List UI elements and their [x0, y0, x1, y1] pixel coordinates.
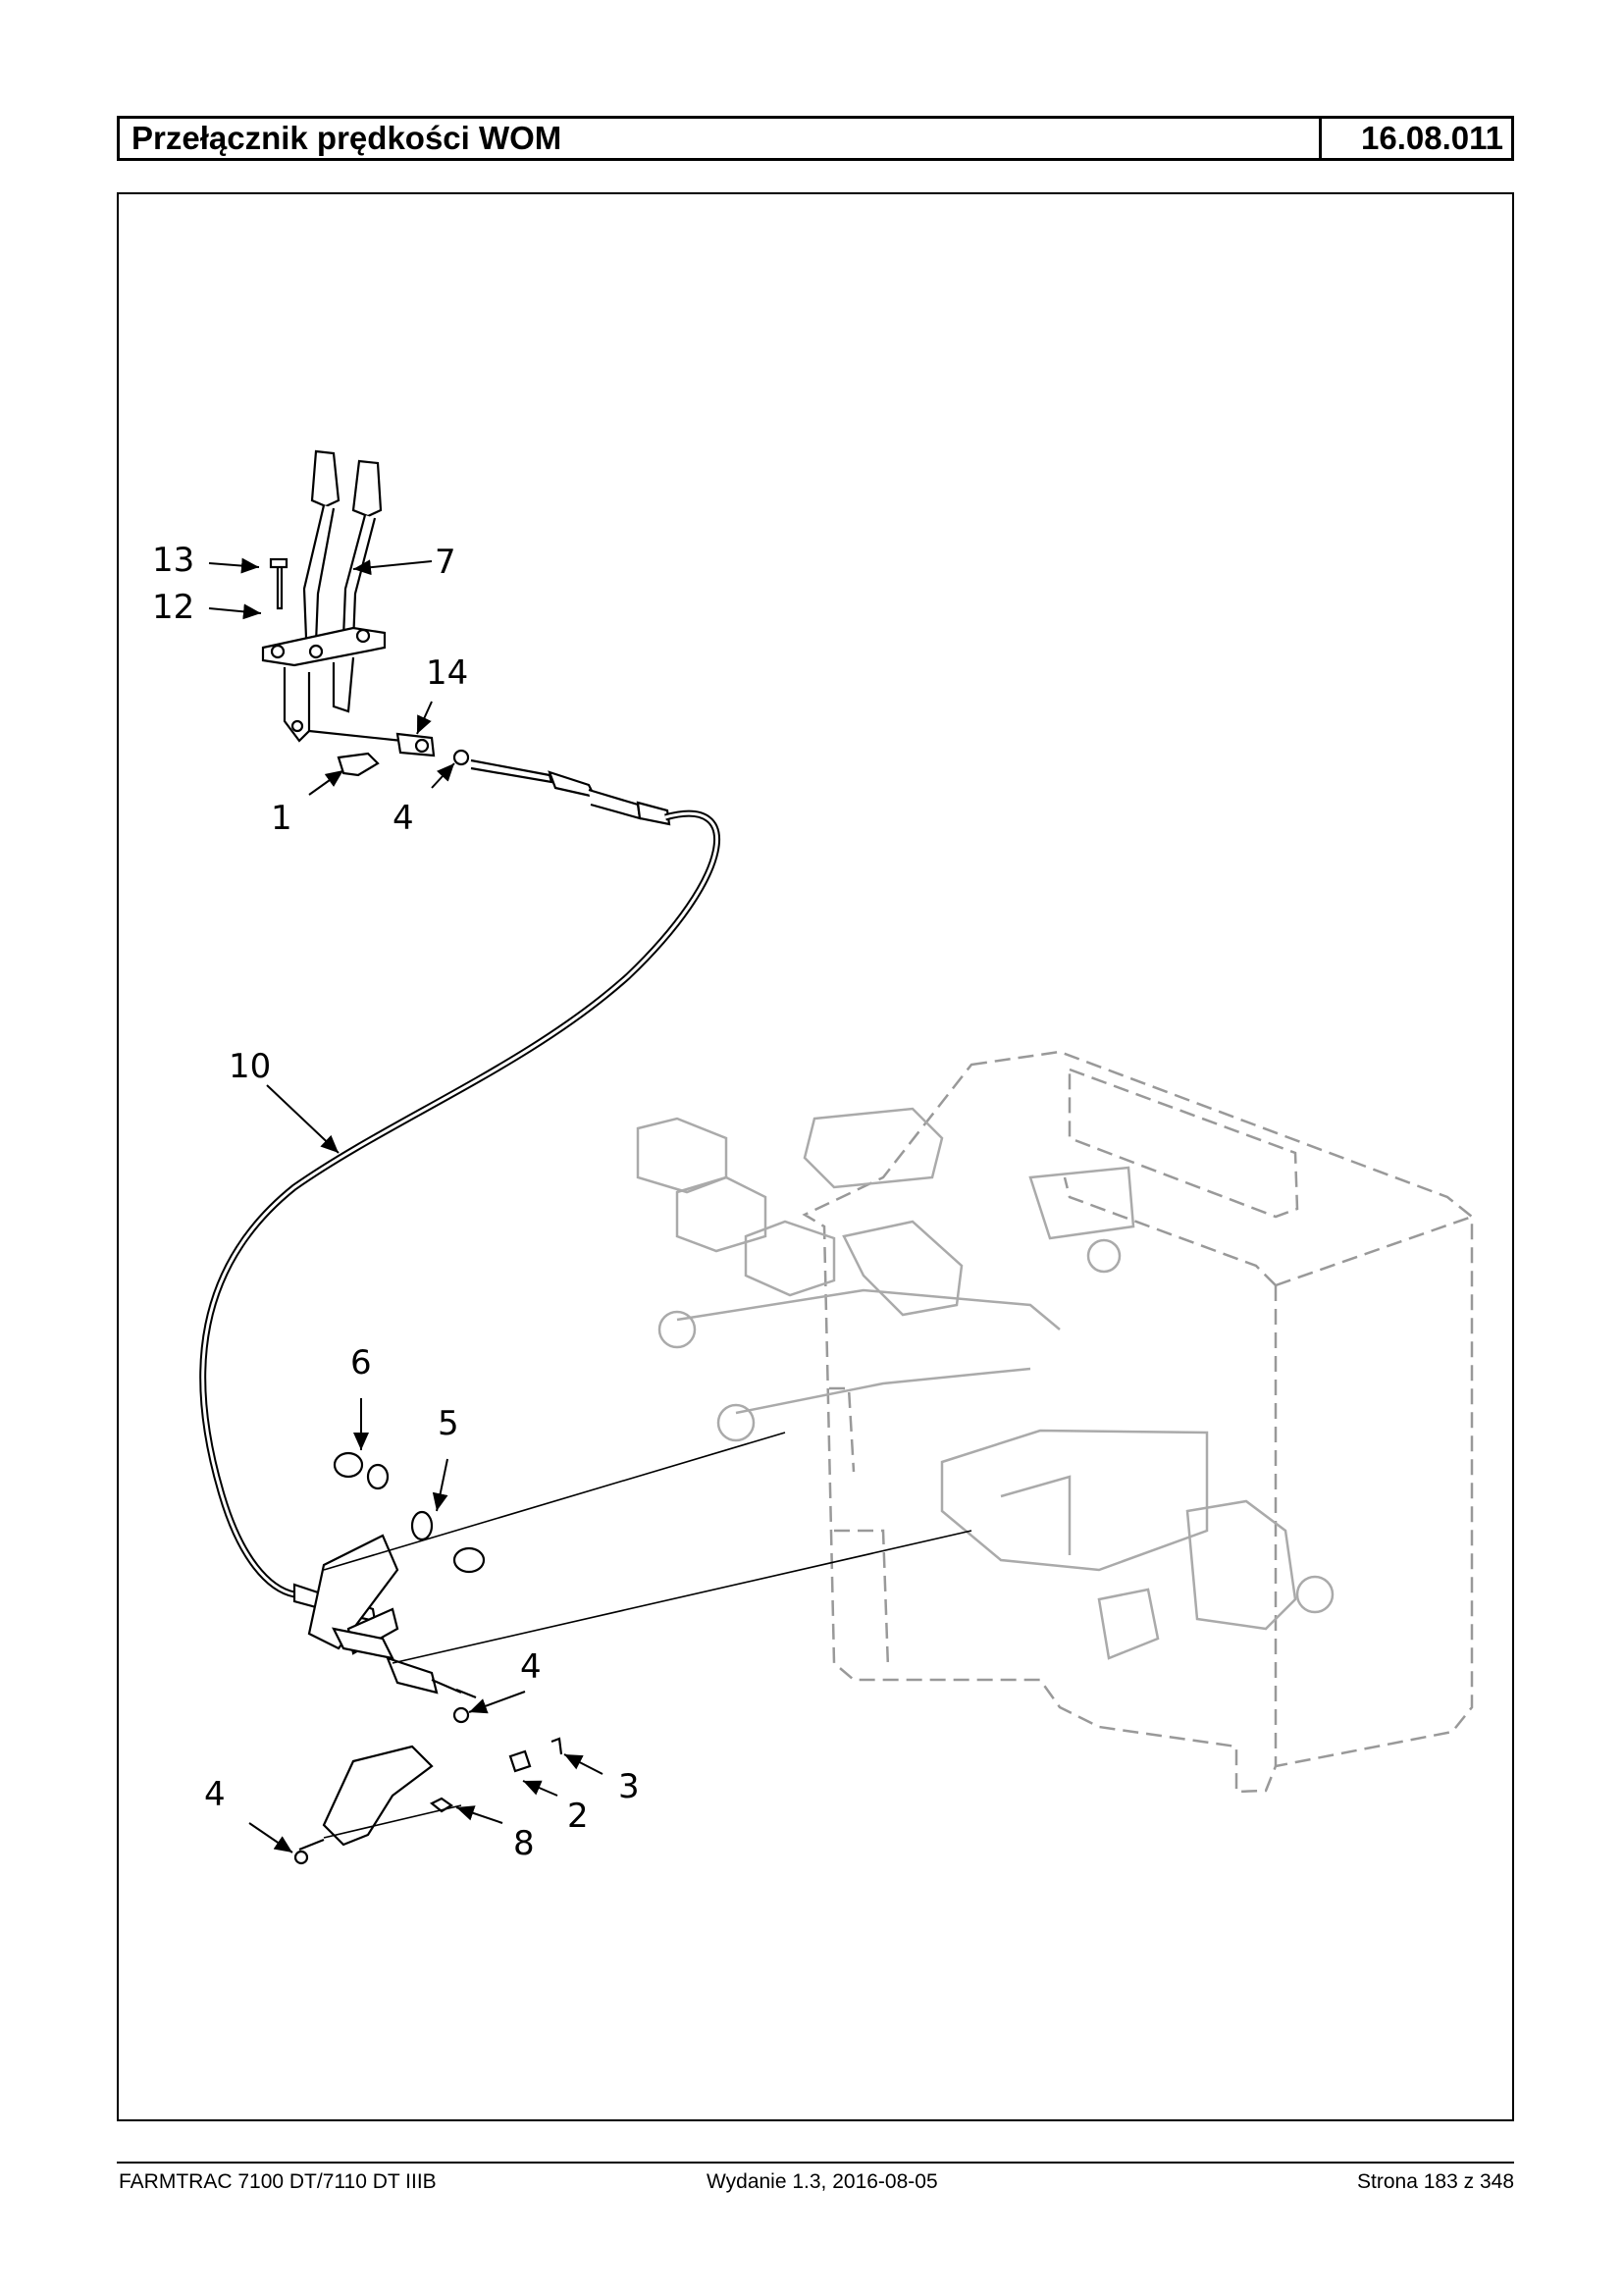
footer-rule [117, 2162, 1514, 2164]
diagram-frame [117, 192, 1514, 2121]
control-cable [199, 809, 720, 1598]
page-header: Przełącznik prędkości WOM 16.08.011 [117, 116, 1514, 161]
shift-mechanism [636, 1107, 1335, 1660]
callout-2: 2 [567, 1797, 589, 1836]
callout-8: 8 [513, 1824, 535, 1863]
leader-lines [208, 557, 603, 1853]
lower-linkage [293, 1737, 563, 1865]
section-code: 16.08.011 [1361, 120, 1503, 156]
callout-12: 12 [152, 588, 194, 627]
transmission-housing [802, 1050, 1474, 1794]
footer-page-number: Strona 183 z 348 [1357, 2170, 1514, 2193]
footer-model: FARMTRAC 7100 DT/7110 DT IIIB [119, 2170, 437, 2193]
page-title: Przełącznik prędkości WOM [120, 119, 1322, 158]
shift-levers [261, 449, 387, 743]
callout-4-bottom: 4 [204, 1775, 226, 1814]
callout-6: 6 [350, 1343, 372, 1382]
callout-labels: 13 12 7 14 1 4 10 6 5 4 3 2 4 8 [152, 541, 640, 1863]
callout-7: 7 [435, 543, 456, 582]
cable-lower-end [292, 1432, 972, 1724]
nut-washer-set [333, 1451, 486, 1574]
callout-14: 14 [426, 653, 468, 693]
callout-4-top: 4 [393, 799, 414, 838]
callout-13: 13 [152, 541, 194, 580]
callout-4-middle: 4 [520, 1647, 542, 1687]
cable-upper-end [308, 729, 671, 826]
callout-1: 1 [271, 799, 292, 838]
footer-edition: Wydanie 1.3, 2016-08-05 [707, 2170, 938, 2193]
callout-10: 10 [229, 1047, 271, 1086]
callout-5: 5 [438, 1404, 459, 1443]
callout-3: 3 [618, 1767, 640, 1806]
